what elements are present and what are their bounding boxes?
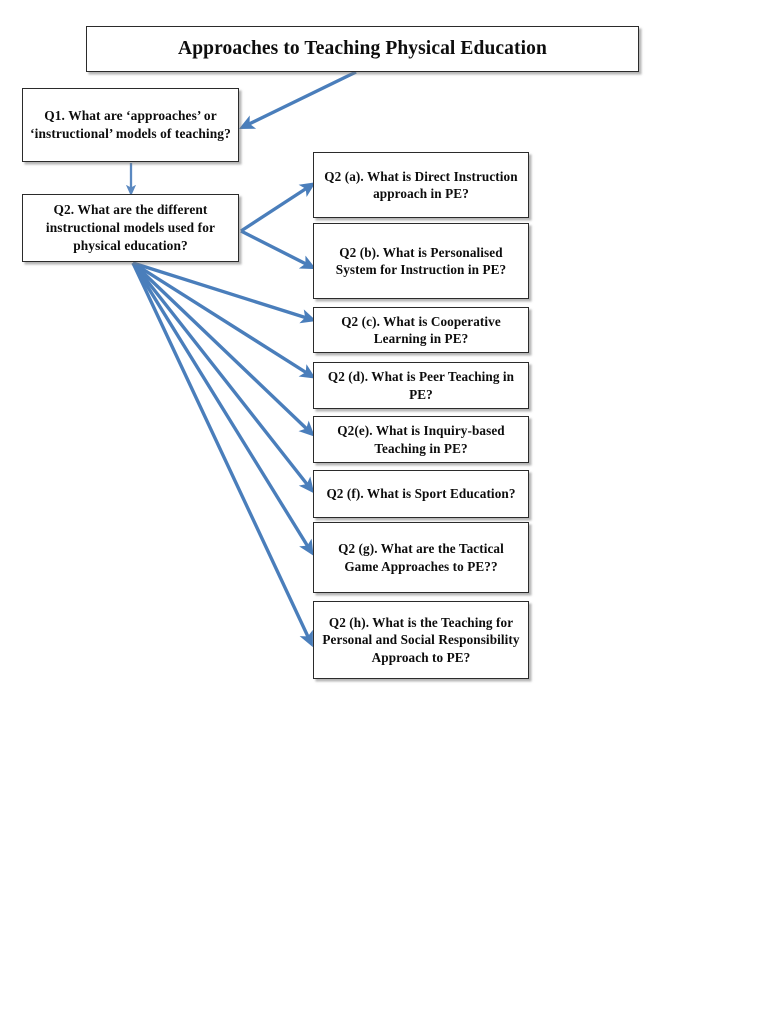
node-q2a-label: Q2 (a). What is Direct Instruction appro…: [324, 168, 518, 201]
connector-q2-to-e: [131, 261, 315, 437]
node-q2a: Q2 (a). What is Direct Instruction appro…: [313, 152, 529, 218]
page-title-text: Approaches to Teaching Physical Educatio…: [178, 38, 547, 60]
node-q2g-label: Q2 (g). What are the Tactical Game Appro…: [338, 541, 504, 574]
node-q2e: Q2(e). What is Inquiry-based Teaching in…: [313, 416, 529, 463]
node-q2f-label: Q2 (f). What is Sport Education?: [326, 486, 516, 502]
node-q2c-label: Q2 (c). What is Cooperative Learning in …: [341, 313, 501, 346]
page-title: Approaches to Teaching Physical Educatio…: [86, 26, 639, 72]
connector-q2-to-g: [131, 262, 314, 556]
node-q2g: Q2 (g). What are the Tactical Game Appro…: [313, 522, 529, 593]
connector-q2-to-b: [240, 229, 317, 270]
connector-q2-to-c: [132, 261, 317, 324]
connector-title-to-q1: [238, 70, 357, 129]
node-q2: Q2. What are the different instructional…: [22, 194, 239, 262]
node-q2c: Q2 (c). What is Cooperative Learning in …: [313, 307, 529, 353]
connector-q2-to-h: [131, 262, 313, 648]
connector-q2-to-f: [131, 261, 315, 494]
node-q1-label: Q1. What are ‘approaches’ or ‘instructio…: [30, 108, 231, 141]
node-q2b-label: Q2 (b). What is Personalised System for …: [335, 244, 507, 277]
node-q2h-label: Q2 (h). What is the Teaching for Persona…: [322, 614, 520, 665]
node-q2d: Q2 (d). What is Peer Teaching in PE?: [313, 362, 529, 409]
node-q2d-label: Q2 (d). What is Peer Teaching in PE?: [327, 369, 515, 402]
node-q2e-label: Q2(e). What is Inquiry-based Teaching in…: [337, 423, 505, 456]
node-q2b: Q2 (b). What is Personalised System for …: [313, 223, 529, 299]
node-q2h: Q2 (h). What is the Teaching for Persona…: [313, 601, 529, 679]
node-q1: Q1. What are ‘approaches’ or ‘instructio…: [22, 88, 239, 162]
node-q2f: Q2 (f). What is Sport Education?: [313, 470, 529, 518]
node-q2-label: Q2. What are the different instructional…: [45, 202, 216, 253]
connector-q2-to-d: [132, 261, 316, 379]
connector-q2-to-a: [240, 182, 316, 233]
